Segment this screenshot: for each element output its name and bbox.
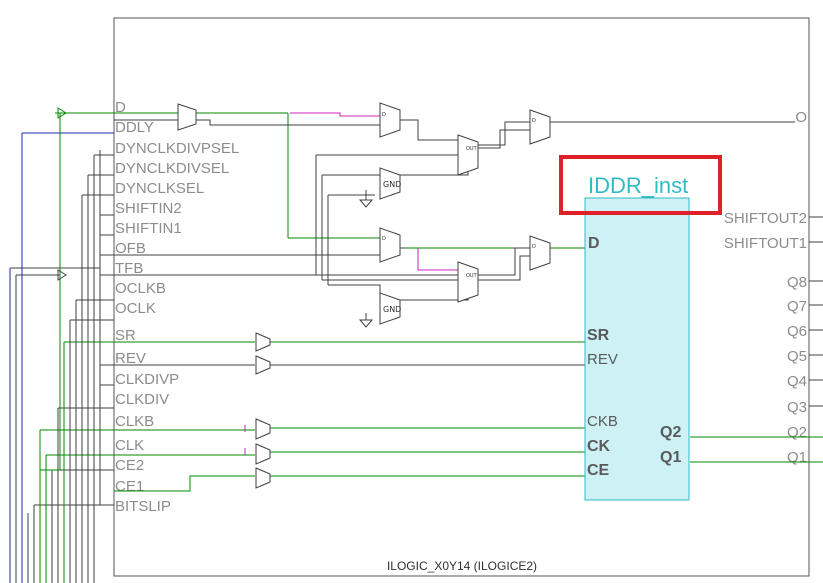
port-d: D — [115, 99, 126, 116]
mux-d-top[interactable]: D — [379, 102, 401, 138]
iddr-pin-q2: Q2 — [660, 424, 681, 441]
iddr-pin-sr: SR — [587, 327, 610, 344]
port-oclk: OCLK — [115, 300, 156, 317]
port-clkdiv: CLKDIV — [115, 391, 169, 408]
right-port-labels: O SHIFTOUT2 SHIFTOUT1 Q8 Q7 Q6 Q5 Q4 Q3 … — [724, 109, 807, 466]
port-q1: Q1 — [787, 449, 807, 466]
tfb-input-buffer-icon — [57, 269, 67, 281]
port-dynclkdivpsel: DYNCLKDIVPSEL — [115, 140, 239, 157]
port-q8: Q8 — [787, 274, 807, 291]
port-ce1: CE1 — [115, 478, 144, 495]
mux-iddr-d[interactable]: D — [529, 235, 551, 271]
out-block-bottom[interactable]: OUT — [457, 261, 479, 303]
port-clk: CLK — [115, 437, 144, 454]
port-clkb: CLKB — [115, 413, 154, 430]
left-port-labels: D DDLY DYNCLKDIVPSEL DYNCLKDIVSEL DYNCLK… — [115, 99, 239, 515]
sr-buffer-icon[interactable] — [255, 332, 271, 352]
port-dynclksel: DYNCLKSEL — [115, 180, 204, 197]
cell-title: ILOGIC_X0Y14 (ILOGICE2) — [387, 559, 537, 573]
iddr-pin-ce: CE — [587, 462, 610, 479]
port-rev: REV — [115, 350, 146, 367]
rev-buffer-icon[interactable] — [255, 355, 271, 375]
svg-text:D: D — [532, 118, 536, 124]
port-shiftin2: SHIFTIN2 — [115, 200, 182, 217]
port-q5: Q5 — [787, 348, 807, 365]
gnd-block-bottom[interactable]: GND — [358, 292, 401, 328]
instance-name-label[interactable]: IDDR_inst — [588, 173, 688, 198]
gnd-block-top[interactable]: GND — [358, 167, 401, 208]
ilogic-cell-box[interactable] — [113, 17, 810, 577]
mux-d-bottom[interactable]: D — [379, 227, 401, 263]
svg-text:GND: GND — [383, 305, 401, 314]
clkb-mux-icon[interactable] — [255, 418, 271, 440]
port-ofb: OFB — [115, 240, 146, 257]
svg-text:GND: GND — [383, 180, 401, 189]
port-tfb: TFB — [115, 260, 143, 277]
svg-text:OUT: OUT — [466, 146, 478, 152]
svg-text:D: D — [382, 236, 386, 242]
port-oclkb: OCLKB — [115, 280, 166, 297]
port-shiftout2: SHIFTOUT2 — [724, 210, 807, 227]
input-delay-mux[interactable] — [177, 103, 197, 131]
port-q6: Q6 — [787, 323, 807, 340]
instance-highlight-box — [559, 155, 722, 215]
svg-text:D: D — [532, 244, 536, 250]
port-ddly: DDLY — [115, 119, 154, 136]
port-bitslip: BITSLIP — [115, 498, 171, 515]
port-ce2: CE2 — [115, 457, 144, 474]
port-clkdivp: CLKDIVP — [115, 371, 179, 388]
port-o: O — [795, 109, 807, 126]
iddr-pin-rev: REV — [587, 351, 618, 368]
port-shiftout1: SHIFTOUT1 — [724, 235, 807, 252]
iddr-instance-box[interactable] — [584, 197, 690, 501]
left-port-stubs — [100, 132, 114, 506]
port-q3: Q3 — [787, 399, 807, 416]
port-q2: Q2 — [787, 424, 807, 441]
port-sr: SR — [115, 327, 136, 344]
svg-text:OUT: OUT — [466, 273, 478, 279]
iddr-pin-d: D — [588, 235, 600, 252]
mux-o-top[interactable]: D — [529, 109, 551, 145]
d-input-buffer-icon — [57, 107, 67, 119]
ce-mux-icon[interactable] — [255, 467, 271, 489]
iddr-pin-q1: Q1 — [660, 449, 681, 466]
svg-text:D: D — [382, 112, 386, 118]
left-bus-wires — [9, 112, 114, 583]
port-q7: Q7 — [787, 298, 807, 315]
right-port-stubs — [809, 216, 823, 407]
port-shiftin1: SHIFTIN1 — [115, 220, 182, 237]
out-block-top[interactable]: OUT — [457, 134, 479, 176]
iddr-pin-ckb: CKB — [587, 413, 618, 430]
port-q4: Q4 — [787, 373, 807, 390]
clk-mux-icon[interactable] — [255, 443, 271, 465]
port-dynclkdivsel: DYNCLKDIVSEL — [115, 160, 229, 177]
iddr-pin-ck: CK — [587, 438, 611, 455]
